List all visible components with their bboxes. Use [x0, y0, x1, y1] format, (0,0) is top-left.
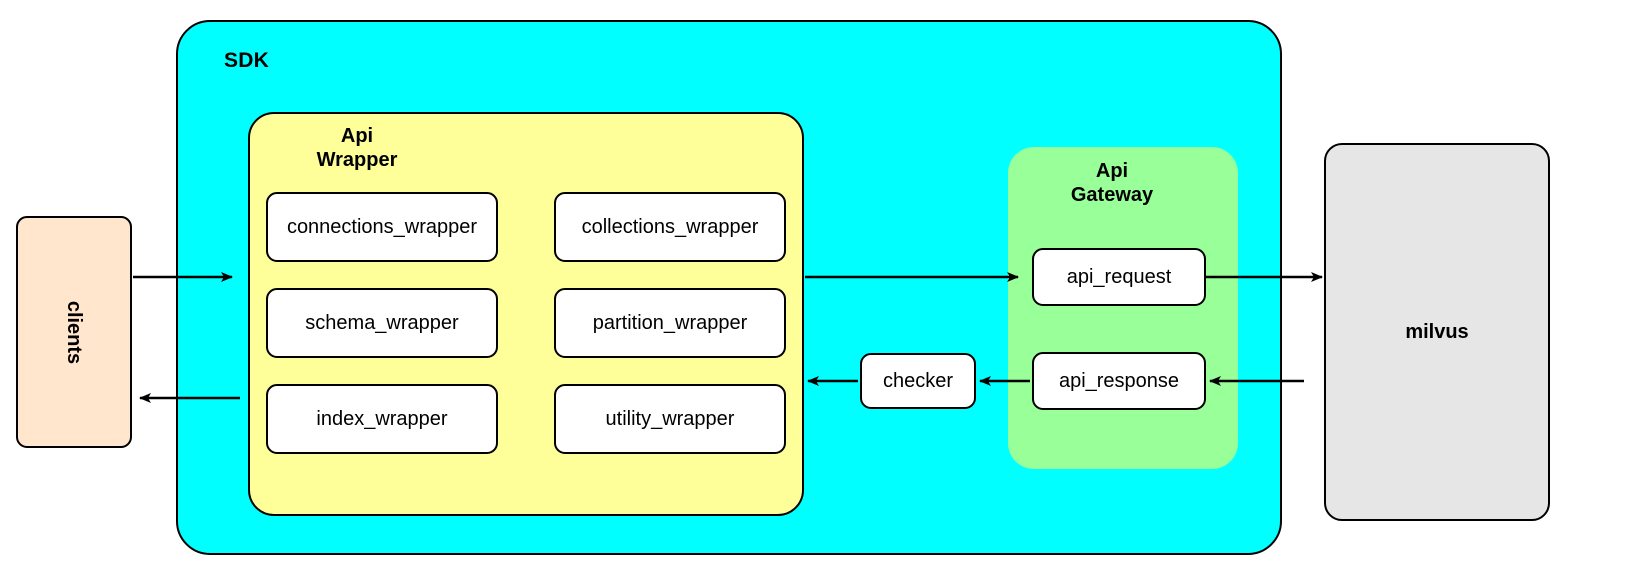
- sdk-title: SDK: [224, 49, 269, 72]
- api-wrapper-title-line1: Api: [340, 125, 374, 147]
- api-response-node[interactable]: api_response: [1032, 352, 1206, 410]
- api-wrapper-title-line2: Wrapper: [316, 149, 398, 172]
- api-gateway-container[interactable]: Api Gateway: [1008, 147, 1238, 469]
- partition-wrapper-node[interactable]: partition_wrapper: [554, 288, 786, 358]
- connections-wrapper-node[interactable]: connections_wrapper: [266, 192, 498, 262]
- api-wrapper-title: Api Wrapper: [262, 124, 452, 173]
- milvus-node[interactable]: milvus: [1324, 143, 1550, 521]
- api-gateway-title-line2: Gateway: [1070, 184, 1154, 207]
- index-wrapper-node[interactable]: index_wrapper: [266, 384, 498, 454]
- checker-node[interactable]: checker: [860, 353, 976, 409]
- clients-node[interactable]: clients: [16, 216, 132, 448]
- api-gateway-title: Api Gateway: [1022, 159, 1202, 208]
- api-gateway-title-line1: Api: [1095, 160, 1129, 182]
- clients-label: clients: [63, 300, 86, 364]
- api-request-node[interactable]: api_request: [1032, 248, 1206, 306]
- collections-wrapper-node[interactable]: collections_wrapper: [554, 192, 786, 262]
- utility-wrapper-node[interactable]: utility_wrapper: [554, 384, 786, 454]
- schema-wrapper-node[interactable]: schema_wrapper: [266, 288, 498, 358]
